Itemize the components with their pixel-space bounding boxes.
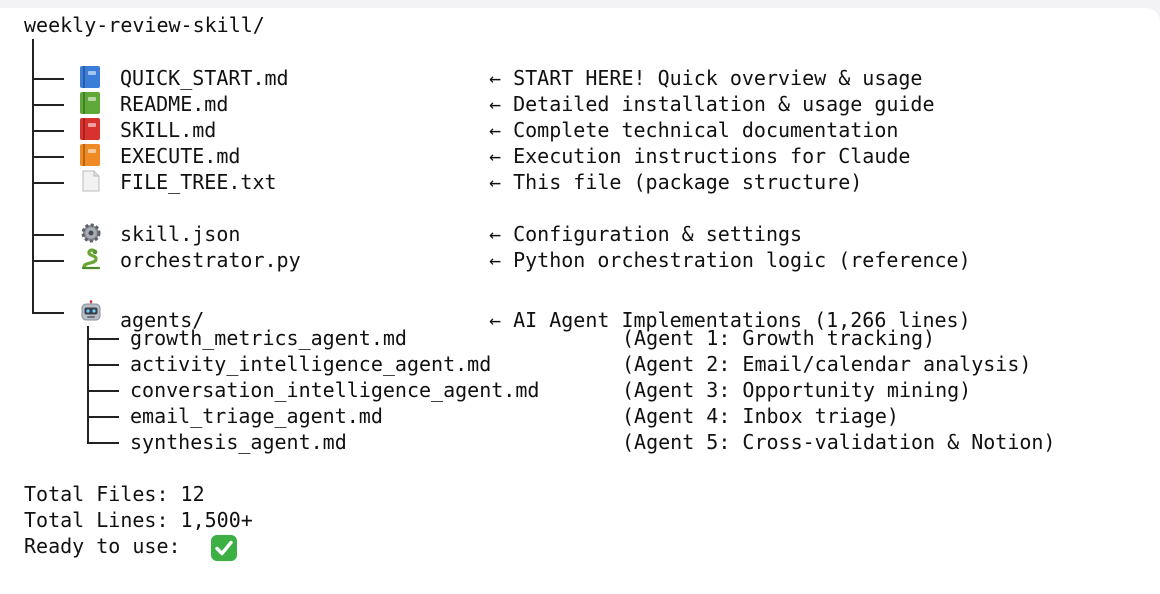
check-mark-icon [211,535,237,561]
snake-icon [81,248,101,270]
agent-file-name: email_triage_agent.md [130,404,383,428]
agent-file-name: synthesis_agent.md [130,430,347,454]
tree-branch-last [32,312,64,314]
agent-note: (Agent 3: Opportunity mining) [622,378,972,402]
agent-file-name: conversation_intelligence_agent.md [130,378,540,402]
file-name: EXECUTE.md [120,144,241,168]
subtree-branch [87,364,119,366]
tree-branch [32,130,64,132]
agent-note: (Agent 5: Cross-validation & Notion) [622,430,1056,454]
file-name: skill.json [120,222,241,246]
agent-file-name: activity_intelligence_agent.md [130,352,492,376]
page-icon [82,170,100,192]
file-name: SKILL.md [120,118,217,142]
agent-note: (Agent 4: Inbox triage) [622,404,899,428]
agent-note: (Agent 1: Growth tracking) [622,326,936,350]
subtree-branch [87,338,119,340]
total-lines-text: Total Lines: 1,500+ [24,508,253,532]
subtree-branch-last [87,442,119,444]
robot-icon [81,300,101,321]
file-name: orchestrator.py [120,248,301,272]
agent-note: (Agent 2: Email/calendar analysis) [622,352,1032,376]
blue-book-icon [80,66,100,88]
file-note: ← Python orchestration logic (reference) [489,248,971,272]
gear-icon [81,223,101,243]
tree-branch [32,260,64,262]
file-note: ← Complete technical documentation [489,118,899,142]
file-note: ← Execution instructions for Claude [489,144,911,168]
folder-name: agents/ [120,308,205,332]
file-name: README.md [120,92,229,116]
file-tree-panel: weekly-review-skill/ QUICK_START.md ← ST… [0,8,1160,594]
agent-file-name: growth_metrics_agent.md [130,326,407,350]
tree-branch [32,104,64,106]
tree-branch [32,182,64,184]
green-book-icon [80,92,100,114]
file-name: FILE_TREE.txt [120,170,277,194]
file-note: ← This file (package structure) [489,170,863,194]
red-book-icon [80,118,100,140]
orange-book-icon [80,144,100,166]
tree-branch [32,78,64,80]
subtree-branch [87,390,119,392]
tree-branch [32,156,64,158]
file-note: ← Detailed installation & usage guide [489,92,935,116]
subtree-branch [87,416,119,418]
root-folder-label: weekly-review-skill/ [24,13,265,37]
file-name: QUICK_START.md [120,66,289,90]
tree-branch [32,234,64,236]
total-files-text: Total Files: 12 [24,482,205,506]
ready-text: Ready to use: [24,534,181,558]
file-note: ← START HERE! Quick overview & usage [489,66,923,90]
folder-note: ← AI Agent Implementations (1,266 lines) [489,308,971,332]
tree-trunk [32,39,34,312]
file-note: ← Configuration & settings [489,222,803,246]
subtree-trunk [87,326,89,443]
